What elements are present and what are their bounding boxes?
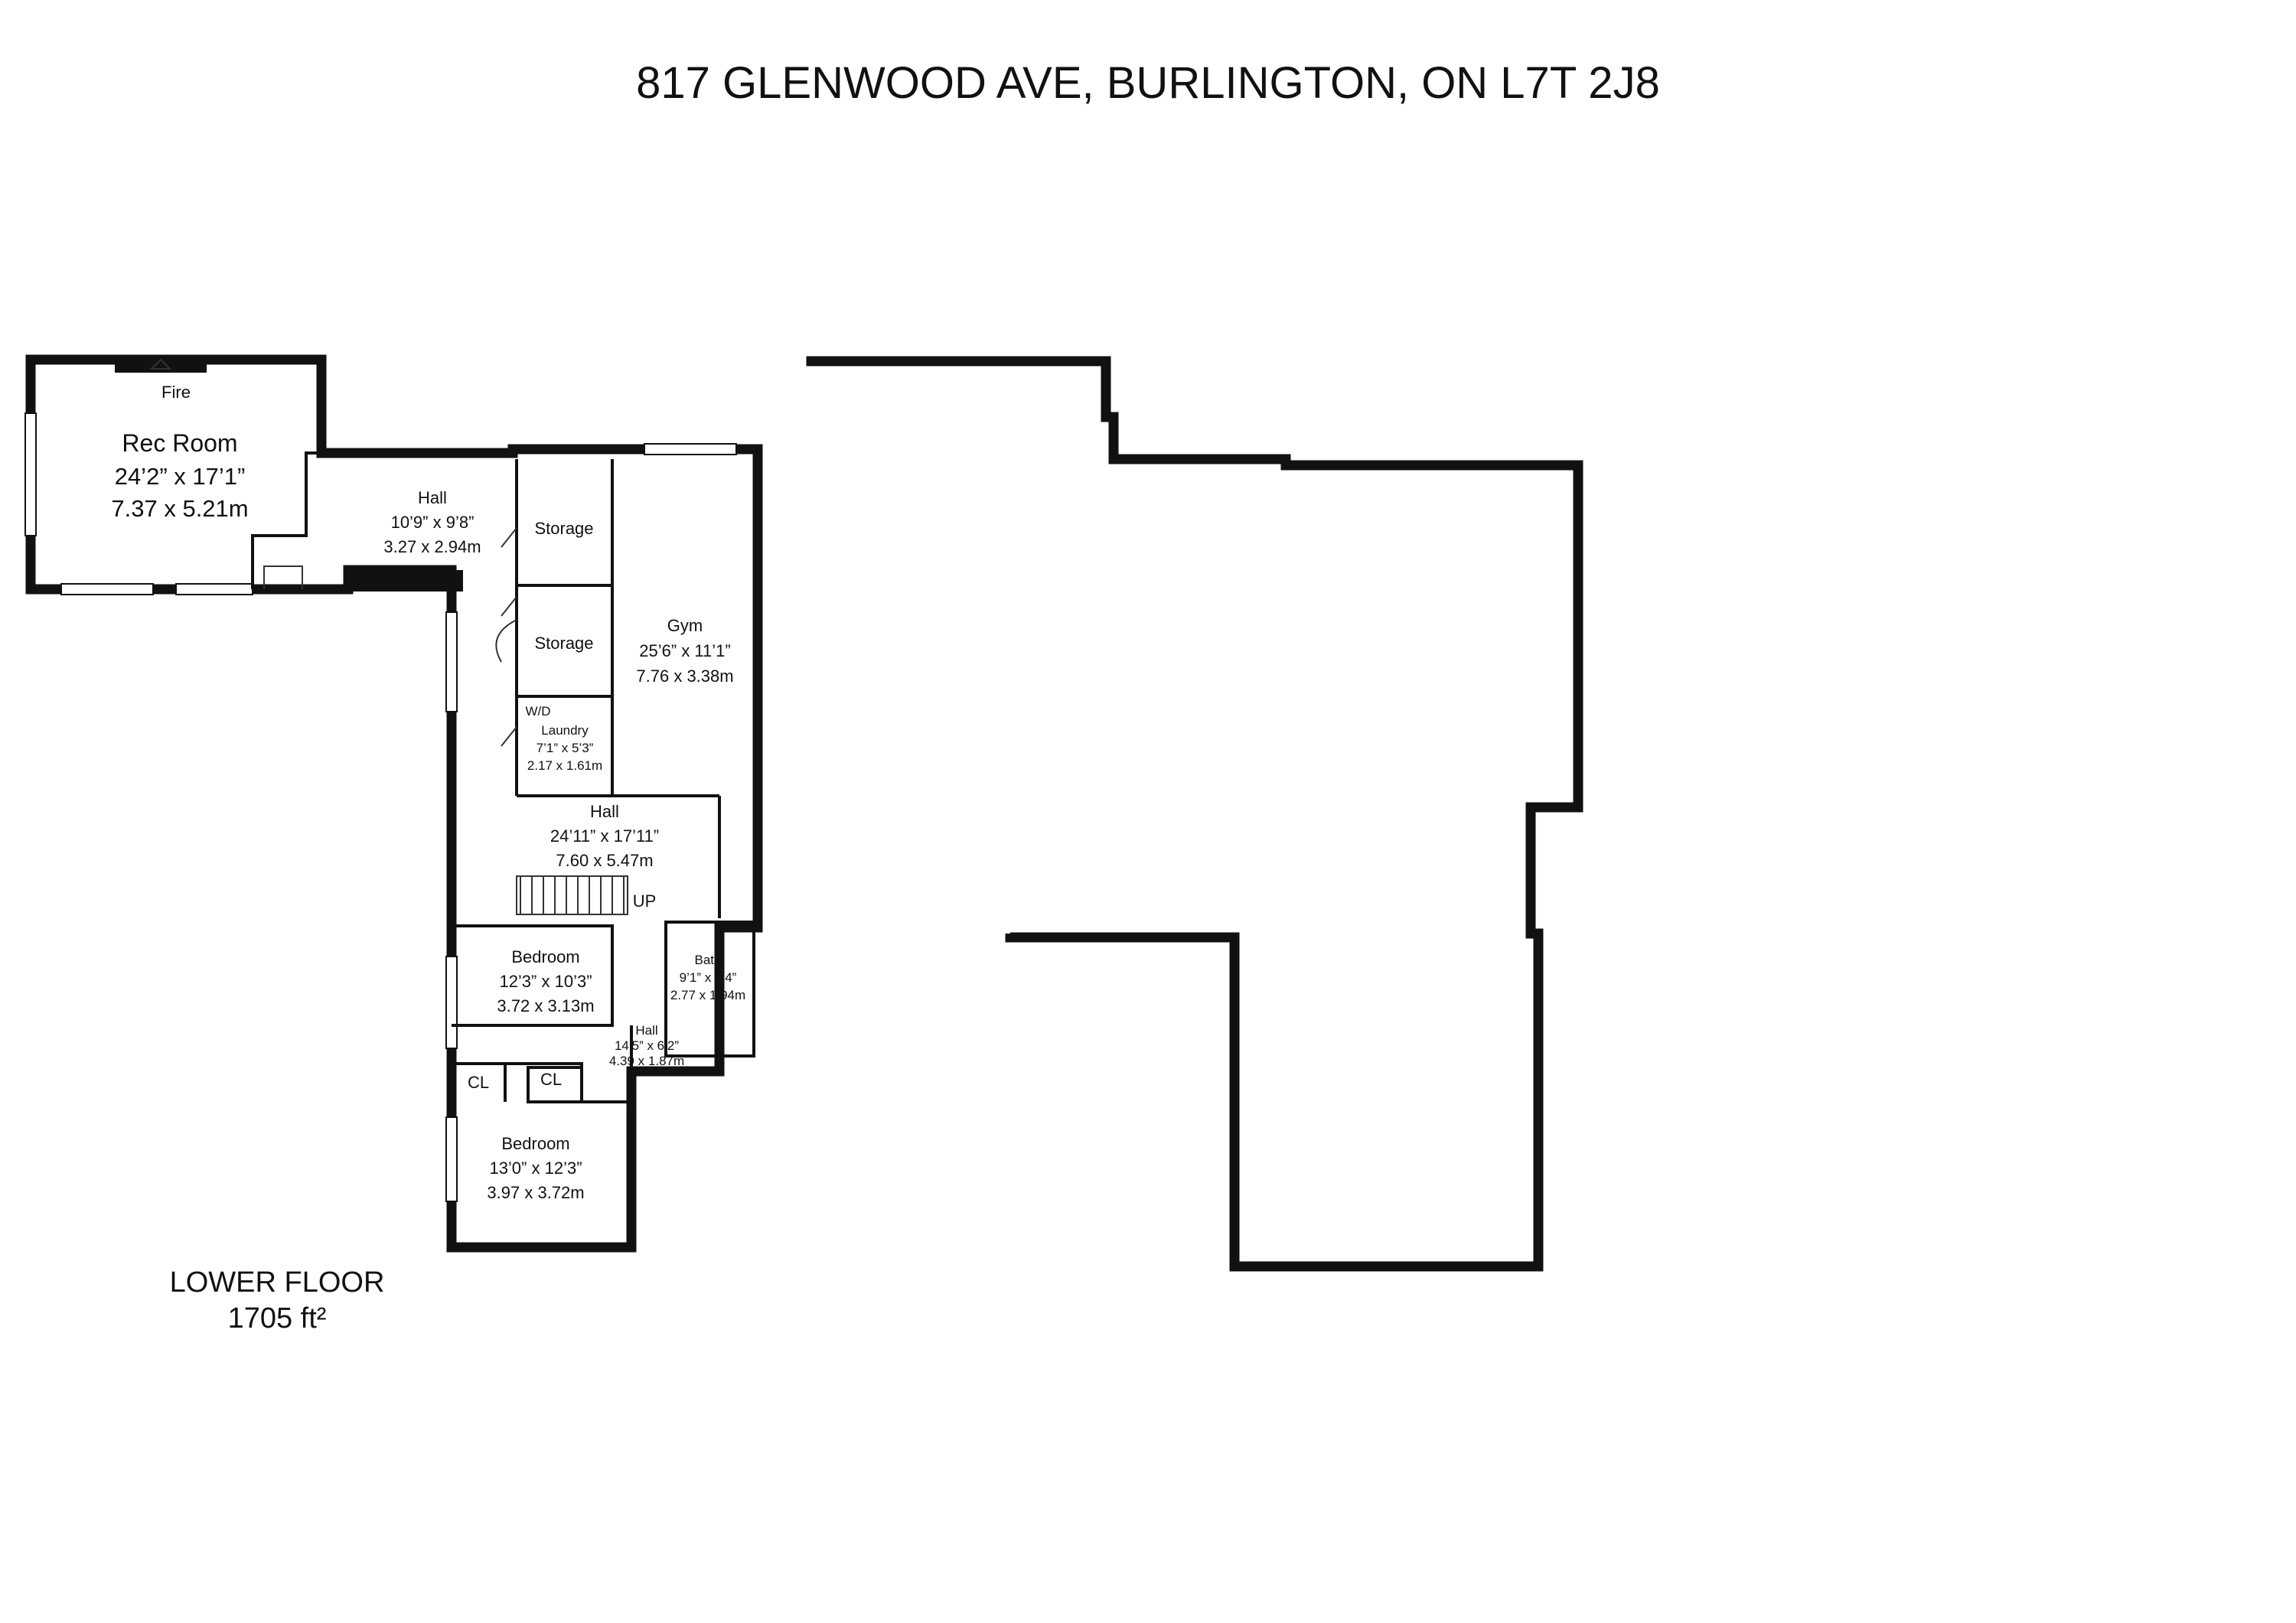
lower-bath-imperial: 9’1” x 6’4”: [680, 970, 737, 985]
gym-imperial: 25’6” x 11’1”: [639, 641, 730, 660]
gym-metric: 7.76 x 3.38m: [636, 666, 733, 686]
lower-hall-small-imperial: 14’5” x 6’2”: [615, 1038, 679, 1053]
laundry-metric: 2.17 x 1.61m: [527, 758, 602, 773]
lower-bath-name: Bath: [695, 953, 722, 967]
storage-1-name: Storage: [534, 519, 593, 538]
storage-2-name: Storage: [534, 634, 593, 653]
laundry-imperial: 7’1” x 5’3”: [536, 741, 594, 755]
rec-room-metric: 7.37 x 5.21m: [111, 495, 248, 522]
lower-floor-name: LOWER FLOOR: [170, 1266, 385, 1299]
lower-bedroom-2-imperial: 13’0” x 12’3”: [489, 1159, 582, 1178]
lower-hall-main-metric: 7.60 x 5.47m: [556, 851, 653, 870]
lower-hall-top-name: Hall: [418, 488, 447, 507]
lower-bedroom-2-name: Bedroom: [501, 1134, 569, 1153]
rec-room-imperial: 24’2” x 17’1”: [115, 463, 246, 490]
lower-hall-small-metric: 4.39 x 1.87m: [609, 1054, 684, 1068]
gym-name: Gym: [667, 616, 703, 635]
lower-hall-small-name: Hall: [635, 1023, 657, 1038]
lower-floor-area: 1705 ft²: [228, 1302, 327, 1335]
lower-hall-main-name: Hall: [590, 802, 619, 821]
lower-hall-main-imperial: 24’11” x 17’11”: [550, 826, 659, 846]
main-floor-plan: [806, 356, 1583, 1272]
lower-floor-plan: Fire Rec Room 24’2” x 17’1” 7.37 x 5.21m…: [24, 354, 763, 1335]
laundry-wd: W/D: [525, 704, 550, 719]
lower-cl-1-label: CL: [468, 1073, 489, 1092]
rec-room-name: Rec Room: [122, 429, 237, 457]
laundry-name: Laundry: [541, 723, 589, 738]
lower-cl-2-label: CL: [540, 1070, 562, 1089]
lower-fire-label: Fire: [161, 383, 191, 402]
lower-bedroom-1-imperial: 12’3” x 10’3”: [499, 972, 592, 991]
lower-bedroom-2-metric: 3.97 x 3.72m: [487, 1183, 584, 1202]
lower-up-label: UP: [633, 891, 657, 911]
lower-bedroom-1-metric: 3.72 x 3.13m: [497, 996, 594, 1015]
lower-hall-top-metric: 3.27 x 2.94m: [383, 537, 481, 556]
lower-hall-top-imperial: 10’9” x 9’8”: [391, 513, 475, 532]
lower-bedroom-1-name: Bedroom: [511, 947, 579, 966]
lower-bath-metric: 2.77 x 1.94m: [670, 988, 745, 1002]
property-address-title: 817 GLENWOOD AVE, BURLINGTON, ON L7T 2J8: [636, 58, 1660, 108]
